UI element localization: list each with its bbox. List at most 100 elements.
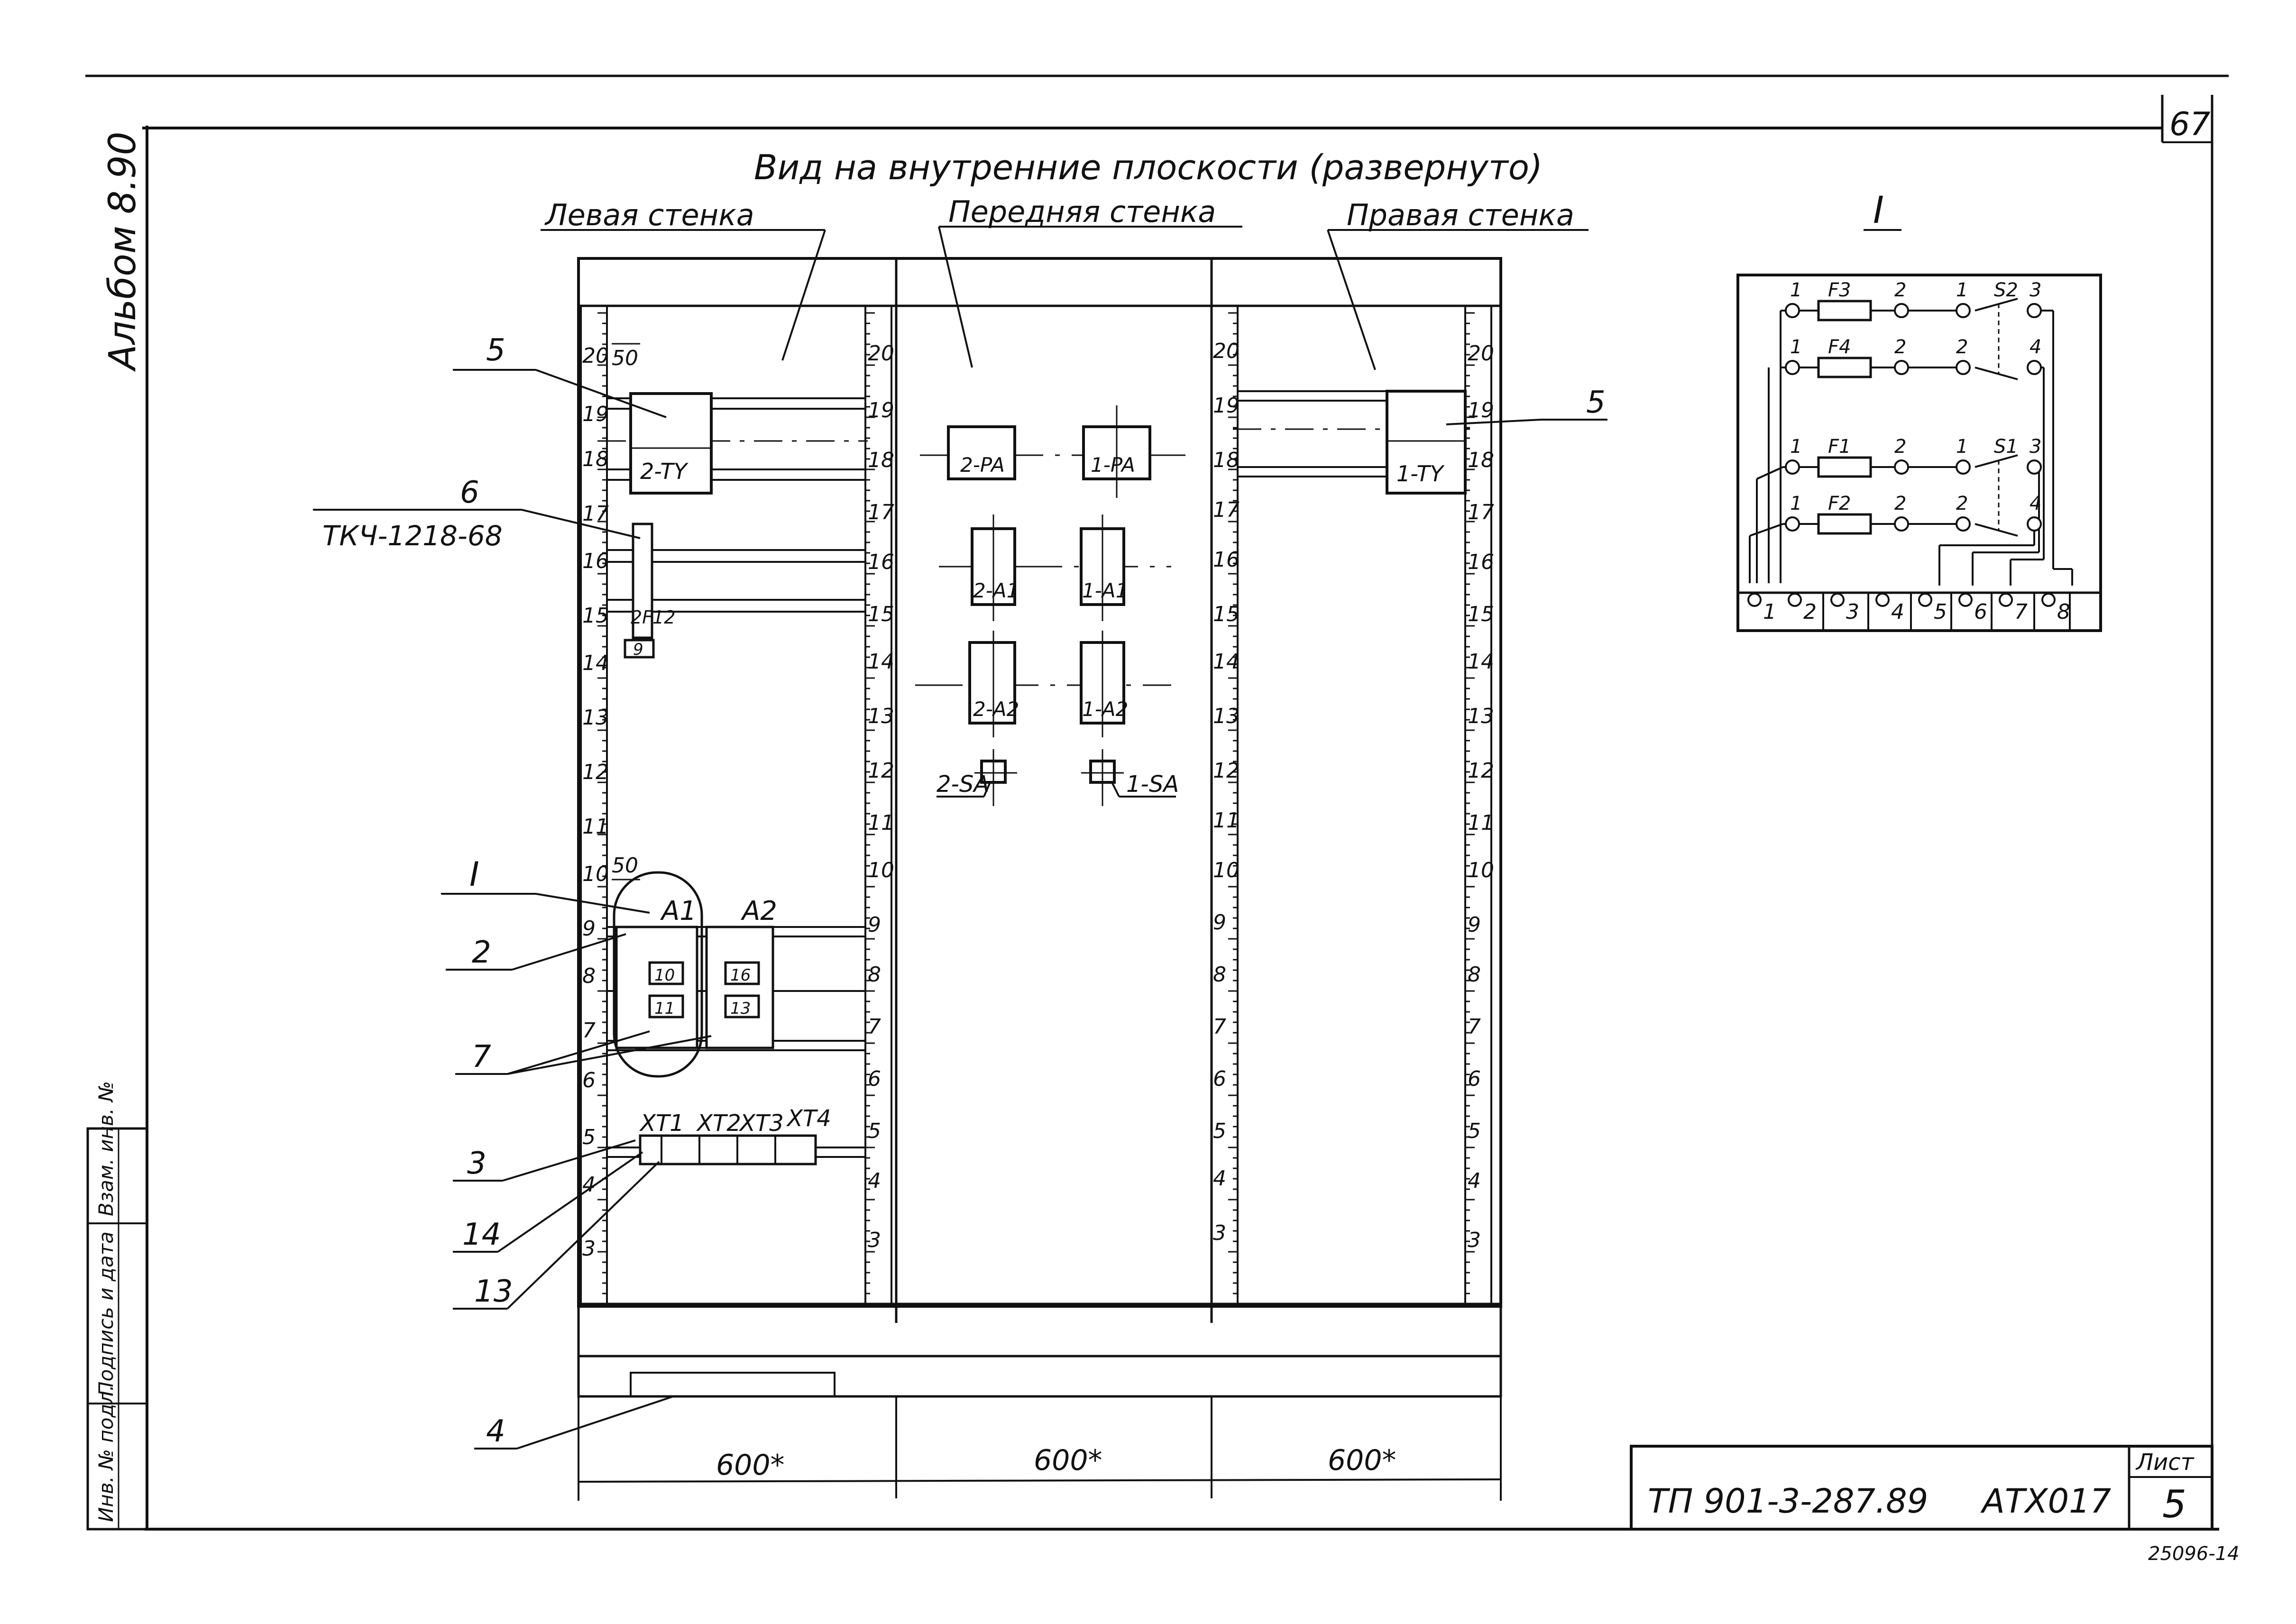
footer-code: 25096-14 xyxy=(2148,1543,2240,1565)
callout-5-left: 5 xyxy=(486,333,505,368)
side-stamp: Инв. № подл. Подпись и дата Взам. инв. № xyxy=(86,1081,148,1531)
scale-num: 9 xyxy=(1468,913,1481,937)
label-1tu: 1-TY xyxy=(1396,461,1445,486)
terminal-label: 6 xyxy=(1974,600,1987,624)
left-wall-equipment xyxy=(597,343,868,1165)
label-1a1: 1-A1 xyxy=(1082,579,1128,602)
callout-4: 4 xyxy=(486,1414,505,1449)
title-block xyxy=(1630,1445,2213,1531)
rail-scale-ticks xyxy=(597,312,1475,1294)
scale-num: 16 xyxy=(1468,550,1494,574)
small-box-9 xyxy=(624,639,655,659)
scale-num: 13 xyxy=(582,706,609,730)
scale-num: 15 xyxy=(868,602,894,626)
dim-front-wall: 600* xyxy=(1034,1444,1102,1477)
label-xt2: XT2 xyxy=(696,1110,741,1137)
label-a2: A2 xyxy=(741,896,777,927)
pin-label: 1 xyxy=(1790,436,1802,458)
rail-scale-right-wall-outer: 20 19 18 17 16 15 14 13 12 11 10 9 8 7 6… xyxy=(1468,341,1494,1252)
scale-num: 17 xyxy=(1468,500,1494,524)
dimension-lines xyxy=(578,1396,1501,1498)
callout-2: 2 xyxy=(472,935,491,970)
scale-num: 8 xyxy=(1213,963,1226,987)
label-small-box: 9 xyxy=(633,640,643,659)
rack-rails xyxy=(580,305,1492,1305)
cell-11 xyxy=(648,994,684,1018)
rail-scale-right-wall-inner: 20 19 18 17 16 15 14 13 12 11 10 9 8 7 6… xyxy=(1213,339,1240,1245)
scale-num: 18 xyxy=(582,447,609,471)
callout-14: 14 xyxy=(462,1217,501,1252)
scale-num: 9 xyxy=(868,913,881,937)
scale-num: 4 xyxy=(868,1169,881,1193)
cell-13 xyxy=(724,994,760,1018)
scale-num: 18 xyxy=(1468,448,1494,472)
scale-num: 12 xyxy=(1213,759,1240,783)
scale-num: 19 xyxy=(582,402,609,426)
pin-label: 4 xyxy=(2030,336,2041,358)
label-2sa: 2-SA xyxy=(937,771,989,798)
scale-num: 19 xyxy=(1213,394,1240,418)
scale-num: 18 xyxy=(1213,448,1240,472)
scale-num: 13 xyxy=(868,704,894,728)
stamp-inv-podl: Инв. № подл. xyxy=(94,1385,118,1522)
scale-num: 5 xyxy=(582,1125,596,1149)
scale-num: 5 xyxy=(1213,1119,1226,1143)
terminal-label: 3 xyxy=(1846,600,1859,624)
scale-num: 17 xyxy=(1213,498,1240,522)
cell-label-11: 11 xyxy=(654,999,675,1018)
dim-50-mid: 50 xyxy=(612,853,638,878)
scale-num: 3 xyxy=(1468,1228,1481,1252)
detail-i-schematic xyxy=(1736,274,2102,632)
terminal-label: 5 xyxy=(1934,600,1947,624)
left-wall-labels: 2-TY 2F12 9 A1 A2 10 16 11 13 XT1 XT2 XT… xyxy=(612,346,831,1137)
instrument-2a2 xyxy=(968,641,1016,725)
callout-5-right: 5 xyxy=(1586,385,1606,420)
label-xt1: XT1 xyxy=(639,1110,684,1137)
callout-6: 6 xyxy=(460,475,479,510)
cabinet-outline xyxy=(577,257,1502,1501)
pin-label: 1 xyxy=(1956,279,1968,301)
terminal-label: 8 xyxy=(2057,600,2070,624)
pin-label: 1 xyxy=(1956,436,1968,458)
album-label: Альбом 8.90 xyxy=(101,132,144,372)
terminal-label: 1 xyxy=(1763,600,1776,624)
scale-num: 11 xyxy=(868,811,894,835)
scale-num: 15 xyxy=(582,604,609,628)
fuse-holder xyxy=(632,523,653,639)
dim-right-wall: 600* xyxy=(1328,1444,1396,1477)
scale-num: 10 xyxy=(582,862,609,886)
pin-label: 2 xyxy=(1956,336,1968,358)
scale-num: 19 xyxy=(1468,398,1494,422)
label-1sa: 1-SA xyxy=(1126,771,1179,798)
pin-label: 2 xyxy=(1894,336,1906,358)
scale-num: 20 xyxy=(582,344,609,368)
cell-label-10: 10 xyxy=(654,966,675,985)
scale-num: 19 xyxy=(868,398,894,422)
callout-leaders xyxy=(313,369,1607,1450)
front-wall-equipment xyxy=(915,405,1185,806)
scale-num: 20 xyxy=(1468,341,1494,366)
cell-16 xyxy=(724,961,760,985)
pin-label: 2 xyxy=(1894,436,1906,458)
scale-num: 15 xyxy=(1468,602,1494,626)
switch-label-s2: S2 xyxy=(1994,279,2018,301)
stamp-signature-date: Подпись и дата xyxy=(94,1231,118,1396)
scale-num: 18 xyxy=(868,448,894,472)
pin-label: 3 xyxy=(2030,279,2041,301)
pin-label: 1 xyxy=(1790,493,1802,514)
scale-num: 6 xyxy=(868,1067,881,1091)
scale-num: 14 xyxy=(582,651,609,675)
cell-10 xyxy=(648,961,684,985)
left-wall-heading: Левая стенка xyxy=(544,198,754,232)
scale-num: 14 xyxy=(868,650,894,674)
module-a1 xyxy=(615,926,698,1049)
scale-num: 8 xyxy=(582,964,596,988)
scale-num: 6 xyxy=(582,1068,596,1092)
rail-scale-left-wall-outer: 20 19 18 17 16 15 14 13 12 11 10 9 8 7 6… xyxy=(582,344,609,1261)
scale-num: 15 xyxy=(1213,602,1240,626)
detail-i-terminal-labels: 1 2 3 4 5 6 7 8 xyxy=(1763,600,2070,624)
scale-num: 9 xyxy=(1213,910,1226,935)
scale-num: 11 xyxy=(1468,811,1494,835)
fuse-label-f3: F3 xyxy=(1828,279,1851,301)
scale-num: 9 xyxy=(582,917,596,941)
